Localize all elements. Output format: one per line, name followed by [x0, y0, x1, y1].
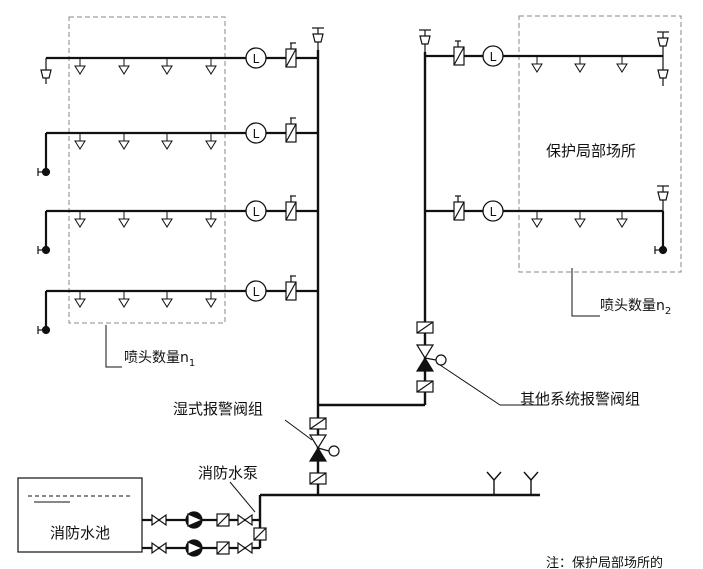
- sprinkler-head-icon: [161, 58, 173, 75]
- wet-alarm-valve-set: [308, 417, 340, 485]
- fire-pumps: [151, 511, 267, 557]
- end-test-valve-icon: [37, 167, 51, 177]
- sprinkler-count-n2-label: 喷头数量n2: [600, 298, 671, 317]
- other-alarm-valve-set: [415, 321, 447, 393]
- end-test-valve-icon: [37, 245, 51, 255]
- fire-pool-label: 消防水池: [50, 524, 110, 542]
- pump-icon: [185, 539, 204, 557]
- sprinkler-head-icon: [74, 291, 86, 308]
- sprinkler-head-icon: [616, 211, 628, 228]
- right-branches: [425, 54, 665, 250]
- sprinkler-head-icon: [205, 58, 217, 75]
- note-text: 注：保护局部场所的: [546, 555, 663, 569]
- svg-text:L: L: [253, 127, 260, 141]
- sprinkler-count-n1-label: 喷头数量n1: [124, 350, 195, 369]
- gate-valve-icon: [151, 513, 167, 527]
- fire-pool: 消防水池: [17, 477, 143, 553]
- exhaust-valve-icon: [419, 29, 431, 52]
- exhaust-valve-icon: [40, 58, 52, 84]
- fire-hose-connections: [486, 471, 539, 495]
- sprinkler-head-icon: [74, 58, 86, 75]
- sprinkler-head-icon: [118, 58, 130, 75]
- gate-valve-icon: [151, 541, 167, 555]
- flow-indicator-icon: L: [482, 45, 504, 67]
- flow-indicator-icon: L: [245, 122, 267, 144]
- signal-valve-icon: [285, 42, 297, 68]
- check-valve-icon: [216, 513, 230, 527]
- svg-text:L: L: [253, 285, 260, 299]
- sprinkler-head-icon: [205, 291, 217, 308]
- main-pipes: [258, 50, 540, 548]
- n2-area-box: [518, 15, 682, 273]
- flow-indicator-icon: L: [245, 47, 267, 69]
- svg-text:L: L: [490, 50, 497, 64]
- sprinkler-head-icon: [118, 291, 130, 308]
- flow-indicator-icon: L: [245, 280, 267, 302]
- exhaust-valve-icon: [657, 31, 669, 56]
- end-test-valve-icon: [654, 245, 668, 255]
- other-alarm-valve-label: 其他系统报警阀组: [520, 390, 640, 408]
- gate-valve-icon: [237, 513, 253, 527]
- sprinkler-head-icon: [161, 211, 173, 228]
- svg-text:L: L: [253, 52, 260, 66]
- sprinkler-head-icon: [118, 211, 130, 228]
- signal-valve-icon: [285, 195, 297, 221]
- svg-text:L: L: [253, 205, 260, 219]
- local-area-label: 保护局部场所: [546, 142, 636, 160]
- signal-valve-icon: [453, 195, 465, 221]
- wet-alarm-valve-label: 湿式报警阀组: [173, 400, 263, 418]
- check-valve-icon: [216, 541, 230, 555]
- flow-indicator-icon: L: [245, 200, 267, 222]
- sprinkler-head-icon: [74, 211, 86, 228]
- signal-valve-icon: [285, 275, 297, 301]
- signal-valve-icon: [285, 117, 297, 143]
- flow-indicator-icon: L: [482, 200, 504, 222]
- sprinkler-head-icon: [574, 211, 586, 228]
- pump-icon: [185, 511, 204, 529]
- sprinkler-head-icon: [531, 56, 543, 73]
- sprinkler-head-icon: [74, 133, 86, 150]
- exhaust-valve-icon: [312, 27, 324, 50]
- n1-area-box: [68, 16, 226, 324]
- sprinkler-heads-n1: [74, 58, 217, 308]
- sprinkler-head-icon: [161, 133, 173, 150]
- flow-indicators: L L L L L L: [245, 45, 504, 302]
- signal-valve-icon: [453, 40, 465, 66]
- svg-text:L: L: [490, 205, 497, 219]
- sprinkler-head-icon: [161, 291, 173, 308]
- exhaust-valve-icon: [657, 185, 669, 211]
- sprinkler-head-icon: [118, 133, 130, 150]
- gate-valve-icon: [237, 541, 253, 555]
- sprinkler-head-icon: [531, 211, 543, 228]
- sprinkler-head-icon: [205, 133, 217, 150]
- sprinkler-head-icon: [616, 56, 628, 73]
- sprinkler-heads-n2: [531, 56, 628, 228]
- end-test-valves: [37, 167, 668, 335]
- signal-valves: [285, 40, 465, 301]
- left-branches: [44, 56, 318, 330]
- leader-lines: [105, 268, 600, 513]
- gauge-icon: [253, 527, 267, 541]
- sprinkler-head-icon: [205, 211, 217, 228]
- fire-pump-label: 消防水泵: [198, 464, 258, 482]
- end-test-valve-icon: [37, 325, 51, 335]
- exhaust-valve-icon: [657, 56, 669, 86]
- sprinkler-head-icon: [574, 56, 586, 73]
- exhaust-valves: [40, 27, 669, 211]
